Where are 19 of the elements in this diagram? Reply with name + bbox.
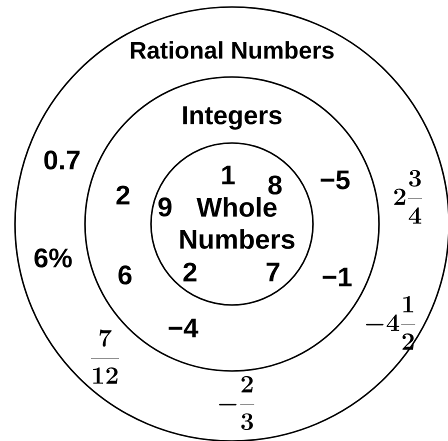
number: 2: [116, 186, 130, 204]
number: 2: [183, 262, 196, 282]
number: 7: [266, 262, 280, 282]
number: 9: [158, 197, 172, 217]
number: −5: [320, 170, 350, 190]
number: 1: [222, 166, 235, 184]
number: 8: [268, 175, 282, 195]
fraction: $2\frac{3}{4}$: [394, 170, 422, 224]
number: 6: [118, 265, 132, 285]
number: 6%: [34, 248, 72, 268]
fraction: $-4\frac{1}{2}$: [366, 296, 416, 350]
set-name: Integers: [183, 106, 282, 130]
set-name: Rational Numbers: [130, 41, 334, 59]
fraction: $-\frac{2}{3}$: [219, 376, 254, 430]
number: −1: [322, 268, 352, 286]
set-name: Whole Numbers: [180, 197, 294, 249]
number: −4: [168, 318, 198, 338]
fraction: $\frac{7}{12}$: [91, 330, 119, 384]
number: 0.7: [44, 150, 80, 170]
